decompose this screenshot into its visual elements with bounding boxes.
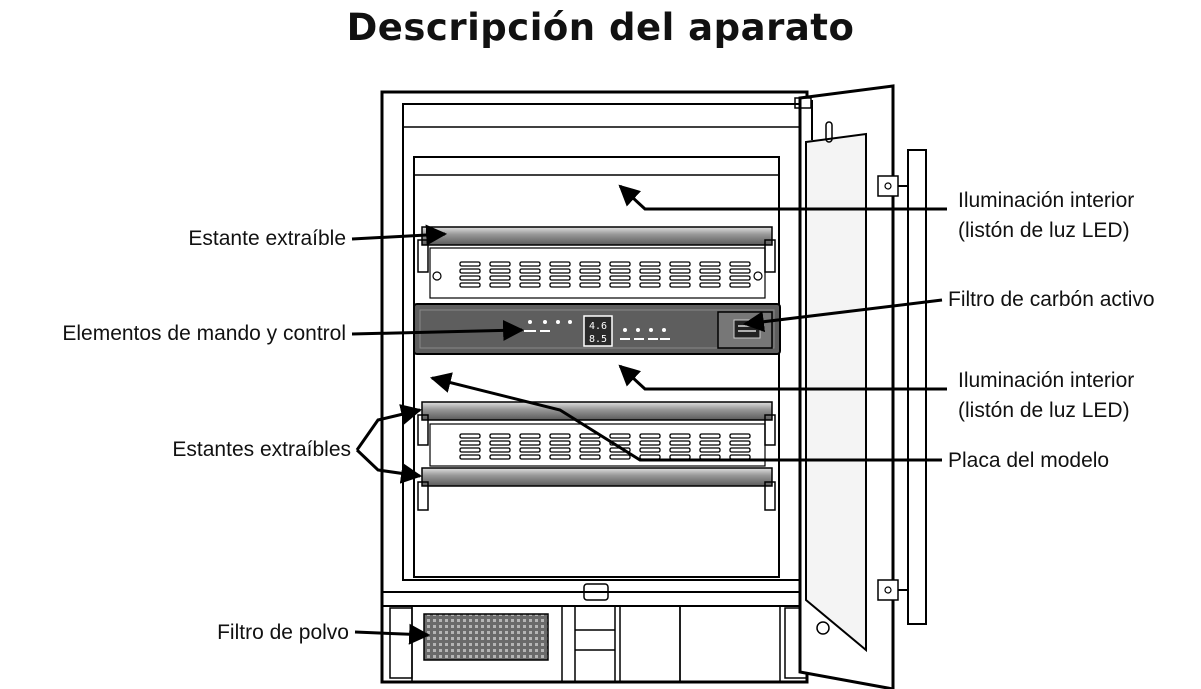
vent-slot [579, 447, 601, 453]
vent-slot [729, 275, 751, 281]
vent-slot [639, 282, 661, 288]
vent-slot [459, 447, 481, 453]
display-line-2: 8.5 [589, 334, 607, 345]
vent-slot [609, 261, 631, 267]
vent-slot [489, 454, 511, 460]
vent-slot [489, 268, 511, 274]
vent-slot [639, 440, 661, 446]
vent-slot [699, 454, 721, 460]
vent-slot [519, 268, 541, 274]
vent-slot [609, 282, 631, 288]
vent-slot [489, 261, 511, 267]
vent-slot [699, 275, 721, 281]
vent-slot [699, 261, 721, 267]
vent-slot [579, 261, 601, 267]
vent-slot [459, 268, 481, 274]
shelf-lower-1 [417, 401, 776, 467]
vent-slot [489, 275, 511, 281]
label-filtro-polvo: Filtro de polvo [217, 621, 349, 644]
vent-slot [669, 282, 691, 288]
label-iluminacion-mid-2: (listón de luz LED) [958, 399, 1130, 422]
vent-slot [519, 454, 541, 460]
vent-slot [489, 282, 511, 288]
cabinet-body [380, 90, 809, 684]
vent-slot [459, 433, 481, 439]
vent-slot [729, 447, 751, 453]
vent-slot [519, 433, 541, 439]
vent-slot [459, 261, 481, 267]
shelf-lower-2 [417, 467, 776, 511]
vent-slot [579, 454, 601, 460]
vent-slot [489, 440, 511, 446]
vent-slot [639, 275, 661, 281]
vent-slot [699, 282, 721, 288]
vent-slot [699, 433, 721, 439]
vent-slot [639, 261, 661, 267]
vent-slot [669, 433, 691, 439]
vent-slot [549, 275, 571, 281]
label-estantes-extraibles: Estantes extraíbles [172, 438, 351, 461]
vent-slot [729, 454, 751, 460]
vent-slot [579, 268, 601, 274]
vent-slot [699, 440, 721, 446]
vent-slot [549, 454, 571, 460]
vent-slot [639, 433, 661, 439]
vent-slot [519, 261, 541, 267]
vent-slot [609, 454, 631, 460]
label-iluminacion-top-2: (listón de luz LED) [958, 219, 1130, 242]
vent-slot [609, 433, 631, 439]
vent-slot [549, 261, 571, 267]
vent-slot [609, 275, 631, 281]
vent-slot [699, 447, 721, 453]
vent-slot [669, 440, 691, 446]
vent-slot [459, 440, 481, 446]
vent-slot [549, 268, 571, 274]
vent-slot [669, 447, 691, 453]
vent-slot [729, 282, 751, 288]
vent-slot [579, 275, 601, 281]
vent-slot [729, 440, 751, 446]
label-iluminacion-mid-1: Iluminación interior [958, 369, 1135, 392]
vent-slot [579, 282, 601, 288]
vent-slot [459, 454, 481, 460]
dust-filter-mesh [423, 613, 549, 661]
label-elementos-mando: Elementos de mando y control [62, 322, 346, 345]
vent-slot [639, 268, 661, 274]
label-filtro-carbon: Filtro de carbón activo [948, 288, 1155, 311]
page-title: Descripción del aparato [346, 6, 855, 49]
base-area [389, 583, 808, 683]
vent-slot [669, 275, 691, 281]
vent-slot [729, 433, 751, 439]
vent-slot [669, 454, 691, 460]
shelf-upper [417, 226, 776, 299]
vent-slot [639, 454, 661, 460]
label-estante-extraible: Estante extraíble [188, 227, 346, 250]
display-line-1: 4.6 [589, 321, 607, 332]
vent-slot [549, 433, 571, 439]
vent-slot [519, 440, 541, 446]
vent-slot [519, 282, 541, 288]
vent-slot [609, 268, 631, 274]
vent-slot [519, 275, 541, 281]
vent-slot [639, 447, 661, 453]
vent-slot [699, 268, 721, 274]
vent-slot [459, 275, 481, 281]
vent-slot [489, 447, 511, 453]
vent-slot [549, 447, 571, 453]
vent-slot [669, 268, 691, 274]
vent-slot [489, 433, 511, 439]
label-placa-modelo: Placa del modelo [948, 449, 1110, 472]
label-iluminacion-top-1: Iluminación interior [958, 189, 1135, 212]
vent-slot [549, 282, 571, 288]
vent-slot [519, 447, 541, 453]
control-panel: 4.6 8.5 [413, 303, 781, 355]
vent-slot [729, 268, 751, 274]
vent-slot [669, 261, 691, 267]
vent-slot [729, 261, 751, 267]
vent-slot [579, 440, 601, 446]
vent-slot [549, 440, 571, 446]
callout-arrows [351, 184, 947, 645]
vent-slot [459, 282, 481, 288]
